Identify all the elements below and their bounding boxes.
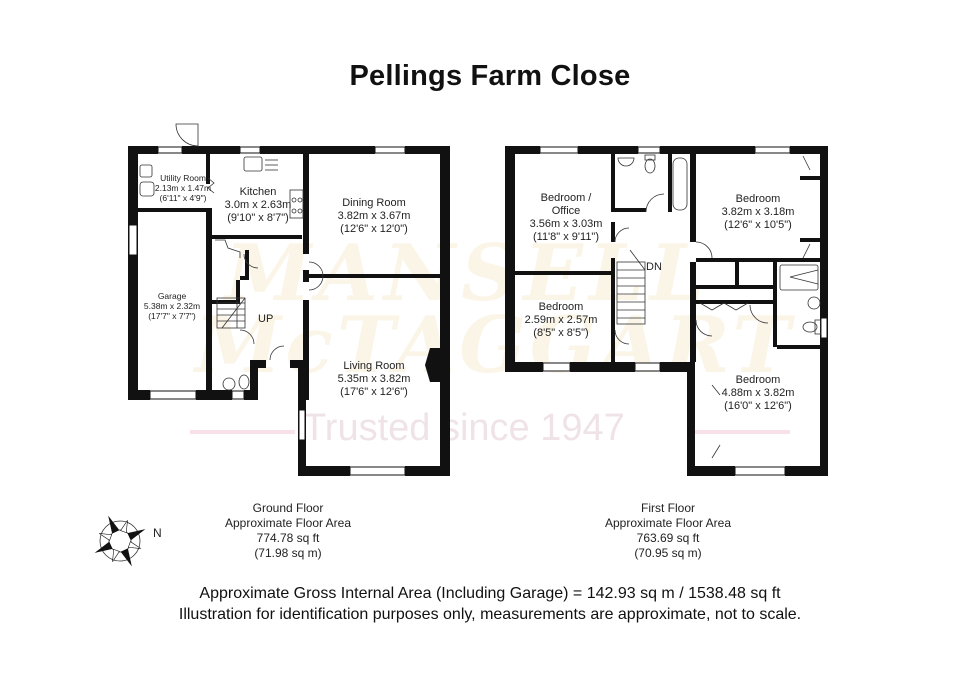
ground-floor-fixtures	[139, 123, 324, 391]
watermark-line-right	[690, 430, 790, 434]
room-dim-metric: 2.13m x 1.47m	[154, 183, 212, 193]
floor-area-sqm: (71.98 sq m)	[254, 546, 322, 560]
room-dim-metric: 4.88m x 3.82m	[721, 387, 795, 399]
floor-area-sqft: 763.69 sq ft	[636, 531, 700, 545]
room-name: Dining Room	[342, 197, 406, 209]
room-label-utility-room: Utility Room 2.13m x 1.47m (6'11" x 4'9"…	[155, 173, 211, 203]
room-name: Bedroom	[735, 193, 781, 205]
room-dim-imperial: (17'7" x 7'7")	[148, 311, 196, 321]
floor-area-caption: Approximate Floor Area	[604, 516, 732, 530]
room-name: Bedroom	[735, 374, 781, 386]
room-label-bedroom-rear: Bedroom 4.88m x 3.82m (16'0" x 12'6")	[722, 374, 795, 413]
watermark-line-left	[190, 430, 295, 434]
floor-name: First Floor	[641, 501, 695, 515]
room-dim-imperial: (6'11" x 4'9")	[159, 193, 207, 203]
room-dim-metric: 3.82m x 3.67m	[337, 210, 411, 222]
room-name: Bedroom /	[540, 192, 592, 204]
floor-area-sqft: 774.78 sq ft	[256, 531, 320, 545]
room-label-bedroom-small: Bedroom 2.59m x 2.57m (8'5" x 8'5")	[525, 301, 598, 340]
room-dim-imperial: (16'0" x 12'6")	[724, 400, 792, 412]
compass-rose	[94, 515, 146, 567]
room-label-kitchen: Kitchen 3.0m x 2.63m (9'10" x 8'7")	[225, 186, 292, 225]
stair-label-down: DN	[646, 261, 662, 273]
ground-floor-walls	[128, 146, 450, 476]
room-name: Living Room	[343, 360, 405, 372]
room-label-garage: Garage 5.38m x 2.32m (17'7" x 7'7")	[144, 291, 200, 321]
room-name: Garage	[157, 291, 187, 301]
floor-name: Ground Floor	[252, 501, 324, 515]
floor-area-caption: Approximate Floor Area	[224, 516, 352, 530]
floor-area-sqm: (70.95 sq m)	[634, 546, 702, 560]
first-floor-fixtures	[614, 154, 822, 459]
first-floor-summary: First Floor Approximate Floor Area 763.6…	[605, 501, 731, 561]
room-dim-metric: 2.59m x 2.57m	[524, 314, 598, 326]
room-dim-metric: 5.35m x 3.82m	[337, 373, 411, 385]
ground-floor-summary: Ground Floor Approximate Floor Area 774.…	[225, 501, 351, 561]
disclaimer: Illustration for identification purposes…	[178, 606, 802, 623]
room-label-dining-room: Dining Room 3.82m x 3.67m (12'6" x 12'0"…	[338, 197, 411, 236]
room-dim-metric: 3.82m x 3.18m	[721, 206, 795, 218]
room-label-living-room: Living Room 5.35m x 3.82m (17'6" x 12'6"…	[338, 360, 411, 399]
room-dim-metric: 3.0m x 2.63m	[224, 199, 292, 211]
room-name: Kitchen	[239, 186, 277, 198]
room-name: Utility Room	[160, 173, 206, 183]
room-label-bedroom-office: Bedroom / Office 3.56m x 3.03m (11'8" x …	[530, 192, 603, 244]
room-dim-imperial: (12'6" x 10'5")	[724, 219, 792, 231]
room-label-bedroom-front-right: Bedroom 3.82m x 3.18m (12'6" x 10'5")	[722, 193, 795, 232]
gross-internal-area: Approximate Gross Internal Area (Includi…	[199, 585, 781, 602]
room-dim-imperial: (8'5" x 8'5")	[533, 327, 589, 339]
room-dim-metric: 3.56m x 3.03m	[529, 218, 603, 230]
footer: Approximate Gross Internal Area (Includi…	[0, 583, 980, 625]
room-name-line2: Office	[551, 205, 581, 217]
first-floor-walls	[505, 146, 828, 476]
ground-floor-windows	[128, 146, 406, 476]
room-dim-metric: 5.38m x 2.32m	[143, 301, 201, 311]
room-name: Bedroom	[538, 301, 584, 313]
page-title: Pellings Farm Close	[349, 60, 631, 92]
room-dim-imperial: (17'6" x 12'6")	[340, 386, 408, 398]
compass-north-label: N	[153, 526, 162, 540]
first-floor-windows	[539, 146, 828, 476]
room-dim-imperial: (9'10" x 8'7")	[227, 212, 289, 224]
room-dim-imperial: (11'8" x 9'11")	[532, 231, 600, 243]
stair-label-up: UP	[258, 313, 274, 325]
room-dim-imperial: (12'6" x 12'0")	[340, 223, 408, 235]
